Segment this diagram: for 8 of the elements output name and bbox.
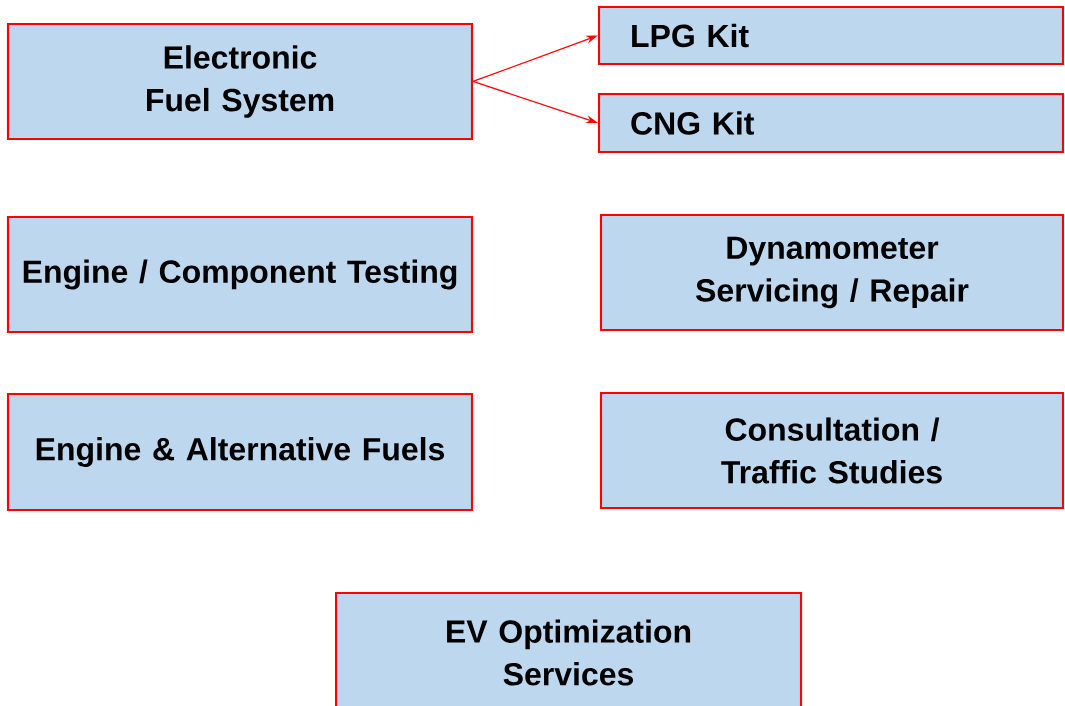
service-box: EV Optimization Services: [334, 591, 803, 706]
service-box: Dynamometer Servicing / Repair: [599, 213, 1065, 332]
service-box: LPG Kit: [597, 5, 1065, 66]
service-box: Electronic Fuel System: [6, 22, 474, 141]
service-box: CNG Kit: [597, 92, 1065, 154]
service-box: Engine / Component Testing: [6, 215, 474, 334]
service-box: Engine & Alternative Fuels: [6, 392, 474, 512]
service-box: Consultation / Traffic Studies: [599, 391, 1065, 510]
